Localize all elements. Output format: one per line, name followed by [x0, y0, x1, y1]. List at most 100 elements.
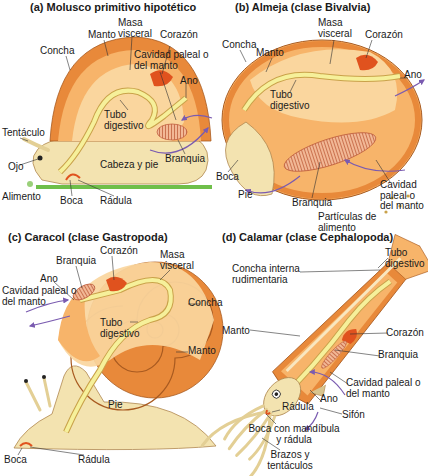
part-label: Masa visceral — [160, 250, 204, 271]
leader-line — [330, 40, 334, 64]
part-label: Sifón — [342, 410, 372, 421]
panel-title: (b) Almeja (clase Bivalvia) — [235, 2, 370, 14]
part-label: Tubo digestivo — [385, 248, 427, 269]
mantle — [58, 50, 201, 141]
part-label: Branquia — [56, 256, 101, 267]
part-label: Ano — [320, 394, 345, 405]
part-label: Corazón — [386, 328, 428, 339]
leader-line — [330, 372, 348, 384]
leader-line — [228, 40, 408, 198]
food — [27, 181, 33, 187]
leader-line — [312, 162, 320, 198]
leader-line — [250, 330, 300, 336]
water-flow — [30, 316, 70, 326]
part-label: Masa visceral — [318, 18, 362, 39]
water-flow — [345, 160, 405, 171]
squid — [202, 228, 428, 476]
part-label: Ojo — [8, 162, 33, 173]
panel-title: (a) Molusco primitivo hipotético — [30, 2, 196, 14]
part-label: Ano — [180, 76, 205, 87]
leader-line — [320, 408, 342, 414]
gill — [280, 125, 379, 179]
part-label: Ano — [40, 274, 65, 285]
leader-line — [176, 352, 188, 353]
part-label: Cavidad paleal o del manto — [134, 50, 214, 71]
water-flow — [150, 128, 208, 153]
part-label: Manto — [256, 48, 292, 59]
foot — [226, 122, 275, 196]
leader-line — [335, 350, 380, 356]
leader-line — [160, 270, 170, 280]
shell — [222, 40, 422, 200]
panel-title: (c) Caracol (clase Gastropoda) — [8, 232, 168, 244]
part-label: Concha interna rudimentaria — [232, 264, 306, 285]
water-flow — [310, 372, 345, 395]
part-label: Corazón — [365, 30, 415, 41]
panel-title: (d) Calamar (clase Cephalopoda) — [222, 232, 393, 244]
part-label: Rádula — [78, 455, 118, 466]
digestive-tube — [244, 75, 400, 110]
leader-line — [266, 58, 272, 72]
ground — [36, 185, 212, 189]
part-label: Cavidad paleal o del manto — [380, 180, 427, 212]
water-flow — [395, 80, 424, 96]
part-label: Manto — [88, 30, 128, 41]
water-flow — [182, 115, 212, 120]
part-label: Ano — [404, 70, 428, 81]
digestive-tube — [244, 75, 400, 110]
leader-line — [250, 258, 388, 450]
heart — [356, 55, 378, 71]
eye — [274, 392, 279, 397]
part-label: Boca — [216, 172, 246, 183]
part-label: Pie — [238, 190, 258, 201]
leader-line — [70, 180, 72, 196]
heart — [150, 70, 173, 86]
radula — [66, 174, 80, 180]
part-label: Manto — [222, 326, 258, 337]
leader-line — [112, 256, 114, 280]
eye — [42, 375, 46, 379]
leader-line — [66, 56, 70, 70]
gill — [319, 339, 349, 371]
part-label: Boca — [4, 455, 34, 466]
part-label: Branquia — [292, 198, 342, 209]
part-label: Rádula — [100, 196, 140, 207]
eye — [24, 379, 28, 383]
eye — [38, 156, 43, 161]
part-label: Cavidad paleal o del manto — [346, 378, 426, 399]
part-label: Corazón — [100, 246, 145, 257]
leader-line — [76, 266, 82, 288]
part-label: Brazos y tentáculos — [250, 450, 330, 471]
leader-line — [20, 138, 28, 141]
part-label: Corazón — [160, 30, 210, 41]
leader-line — [18, 448, 22, 455]
gill — [157, 124, 187, 140]
leader-line — [272, 410, 280, 412]
heart — [106, 277, 127, 292]
part-label: Concha — [188, 298, 228, 309]
part-label: Tubo digestivo — [100, 318, 146, 339]
part-label: Boca con mandíbula y rádula — [246, 424, 342, 445]
part-label: Cabeza y pie — [100, 160, 170, 171]
leader-line — [240, 50, 246, 62]
part-label: Tubo digestivo — [270, 90, 316, 111]
tentacle — [26, 378, 50, 410]
leader-line — [78, 180, 114, 196]
digestive-tube — [66, 280, 171, 432]
leader-line — [228, 160, 238, 172]
leader-line — [266, 414, 276, 424]
water-flow — [246, 176, 300, 193]
mantle — [226, 44, 418, 196]
part-label: Tubo digestivo — [104, 110, 150, 131]
squid — [202, 228, 428, 476]
leader-line — [366, 40, 372, 58]
part-label: Alimento — [2, 192, 52, 203]
radula — [20, 443, 32, 446]
part-label: Rádula — [282, 402, 322, 413]
digestive-tube — [66, 280, 171, 432]
part-label: Branquia — [165, 154, 213, 165]
head — [256, 370, 308, 423]
part-label: Boca — [60, 196, 90, 207]
part-label: Manto — [188, 346, 224, 357]
